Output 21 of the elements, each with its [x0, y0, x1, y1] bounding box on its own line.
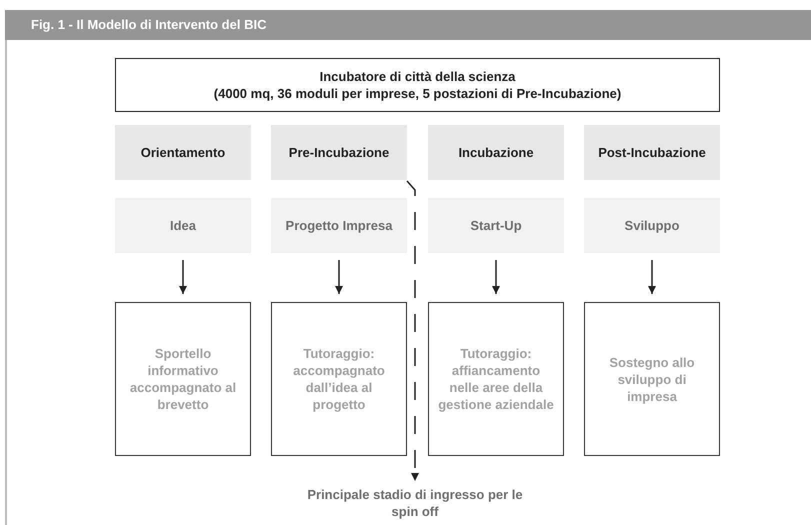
description-box: Tutoraggio: accompagnato dall’idea al progetto	[271, 302, 407, 456]
phase-box: Orientamento	[115, 125, 251, 180]
box-text: (4000 mq, 36 moduli per imprese, 5 postazioni di Pre-Incubazione)	[214, 85, 622, 102]
header-box	[115, 58, 720, 112]
description-box: Sportello informativo accompagnato al brevetto	[115, 302, 251, 456]
phase-box: Post-Incubazione	[584, 125, 720, 180]
phase-box: Incubazione	[428, 125, 564, 180]
stage-box: Sviluppo	[584, 198, 720, 253]
arrow	[179, 260, 187, 294]
phase-box: Pre-Incubazione	[271, 125, 407, 180]
description-box: Sostegno allo sviluppo di impresa	[584, 302, 720, 456]
stage-box: Start-Up	[428, 198, 564, 253]
arrow	[335, 260, 343, 294]
box-text: Incubatore di città della scienza	[320, 68, 516, 85]
stage-box: Progetto Impresa	[271, 198, 407, 253]
title-bar: Fig. 1 - Il Modello di Intervento del BIC	[5, 10, 811, 40]
arrow	[648, 260, 656, 294]
arrow	[492, 260, 500, 294]
note-text: Principale stadio di ingresso per le spin off	[300, 484, 530, 522]
stage-box: Idea	[115, 198, 251, 253]
description-box: Tutoraggio: affiancamento nelle aree della gestione aziendale	[428, 302, 564, 456]
